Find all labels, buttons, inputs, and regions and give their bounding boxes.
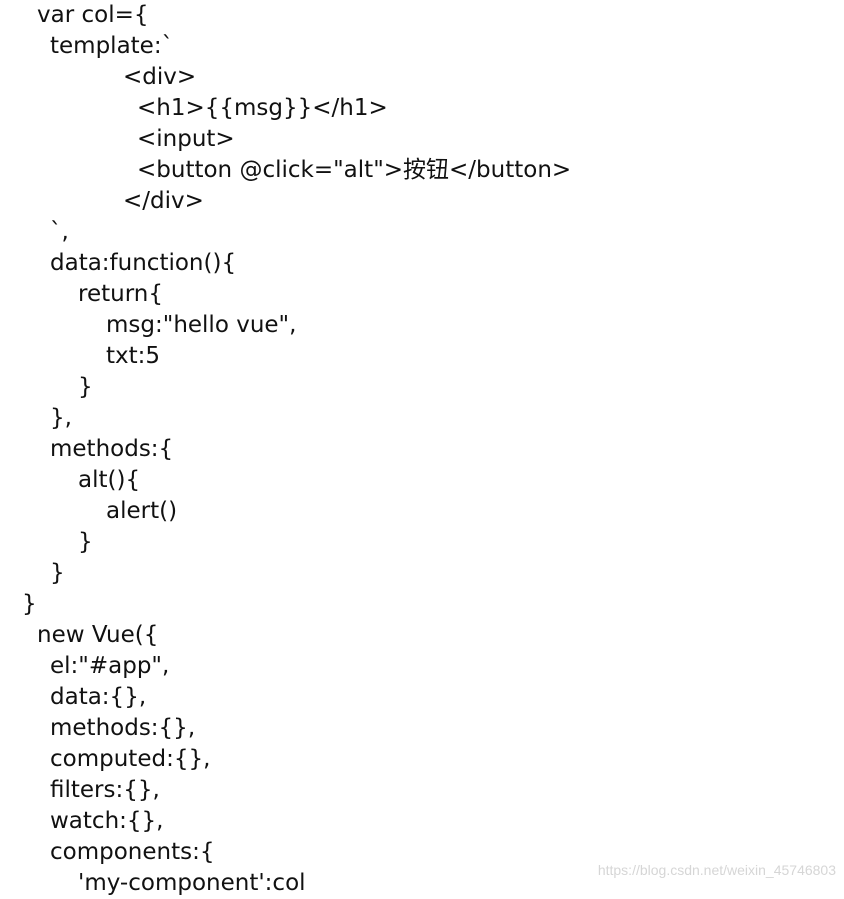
code-line: } <box>78 529 93 555</box>
code-line: watch:{}, <box>50 808 164 834</box>
code-line: } <box>78 374 93 400</box>
code-line: `, <box>50 219 69 245</box>
code-line: <button @click="alt">按钮</button> <box>137 157 572 183</box>
code-line: <div> <box>123 64 197 90</box>
code-line: } <box>22 591 37 617</box>
code-line: methods:{ <box>50 436 174 462</box>
code-line: new Vue({ <box>37 622 159 648</box>
code-line: methods:{}, <box>50 715 196 741</box>
code-line: msg:"hello vue", <box>106 312 297 338</box>
code-line: el:"#app", <box>50 653 170 679</box>
code-line: 'my-component':col <box>78 870 306 896</box>
code-line: </div> <box>123 188 204 214</box>
code-line: }, <box>50 405 72 431</box>
watermark: https://blog.csdn.net/weixin_45746803 <box>597 862 836 878</box>
code-line: computed:{}, <box>50 746 211 772</box>
code-line: data:function(){ <box>50 250 237 276</box>
code-line: data:{}, <box>50 684 147 710</box>
code-line: alert() <box>106 498 178 524</box>
code-line: <h1>{{msg}}</h1> <box>137 95 388 121</box>
code-line: alt(){ <box>78 467 141 493</box>
code-line: txt:5 <box>106 343 161 369</box>
code-line: filters:{}, <box>50 777 160 803</box>
code-line: return{ <box>78 281 163 307</box>
code-line: var col={ <box>37 2 149 28</box>
code-line: } <box>50 560 65 586</box>
code-line: template:` <box>50 33 174 59</box>
code-line: <input> <box>137 126 235 152</box>
code-line: components:{ <box>50 839 215 865</box>
